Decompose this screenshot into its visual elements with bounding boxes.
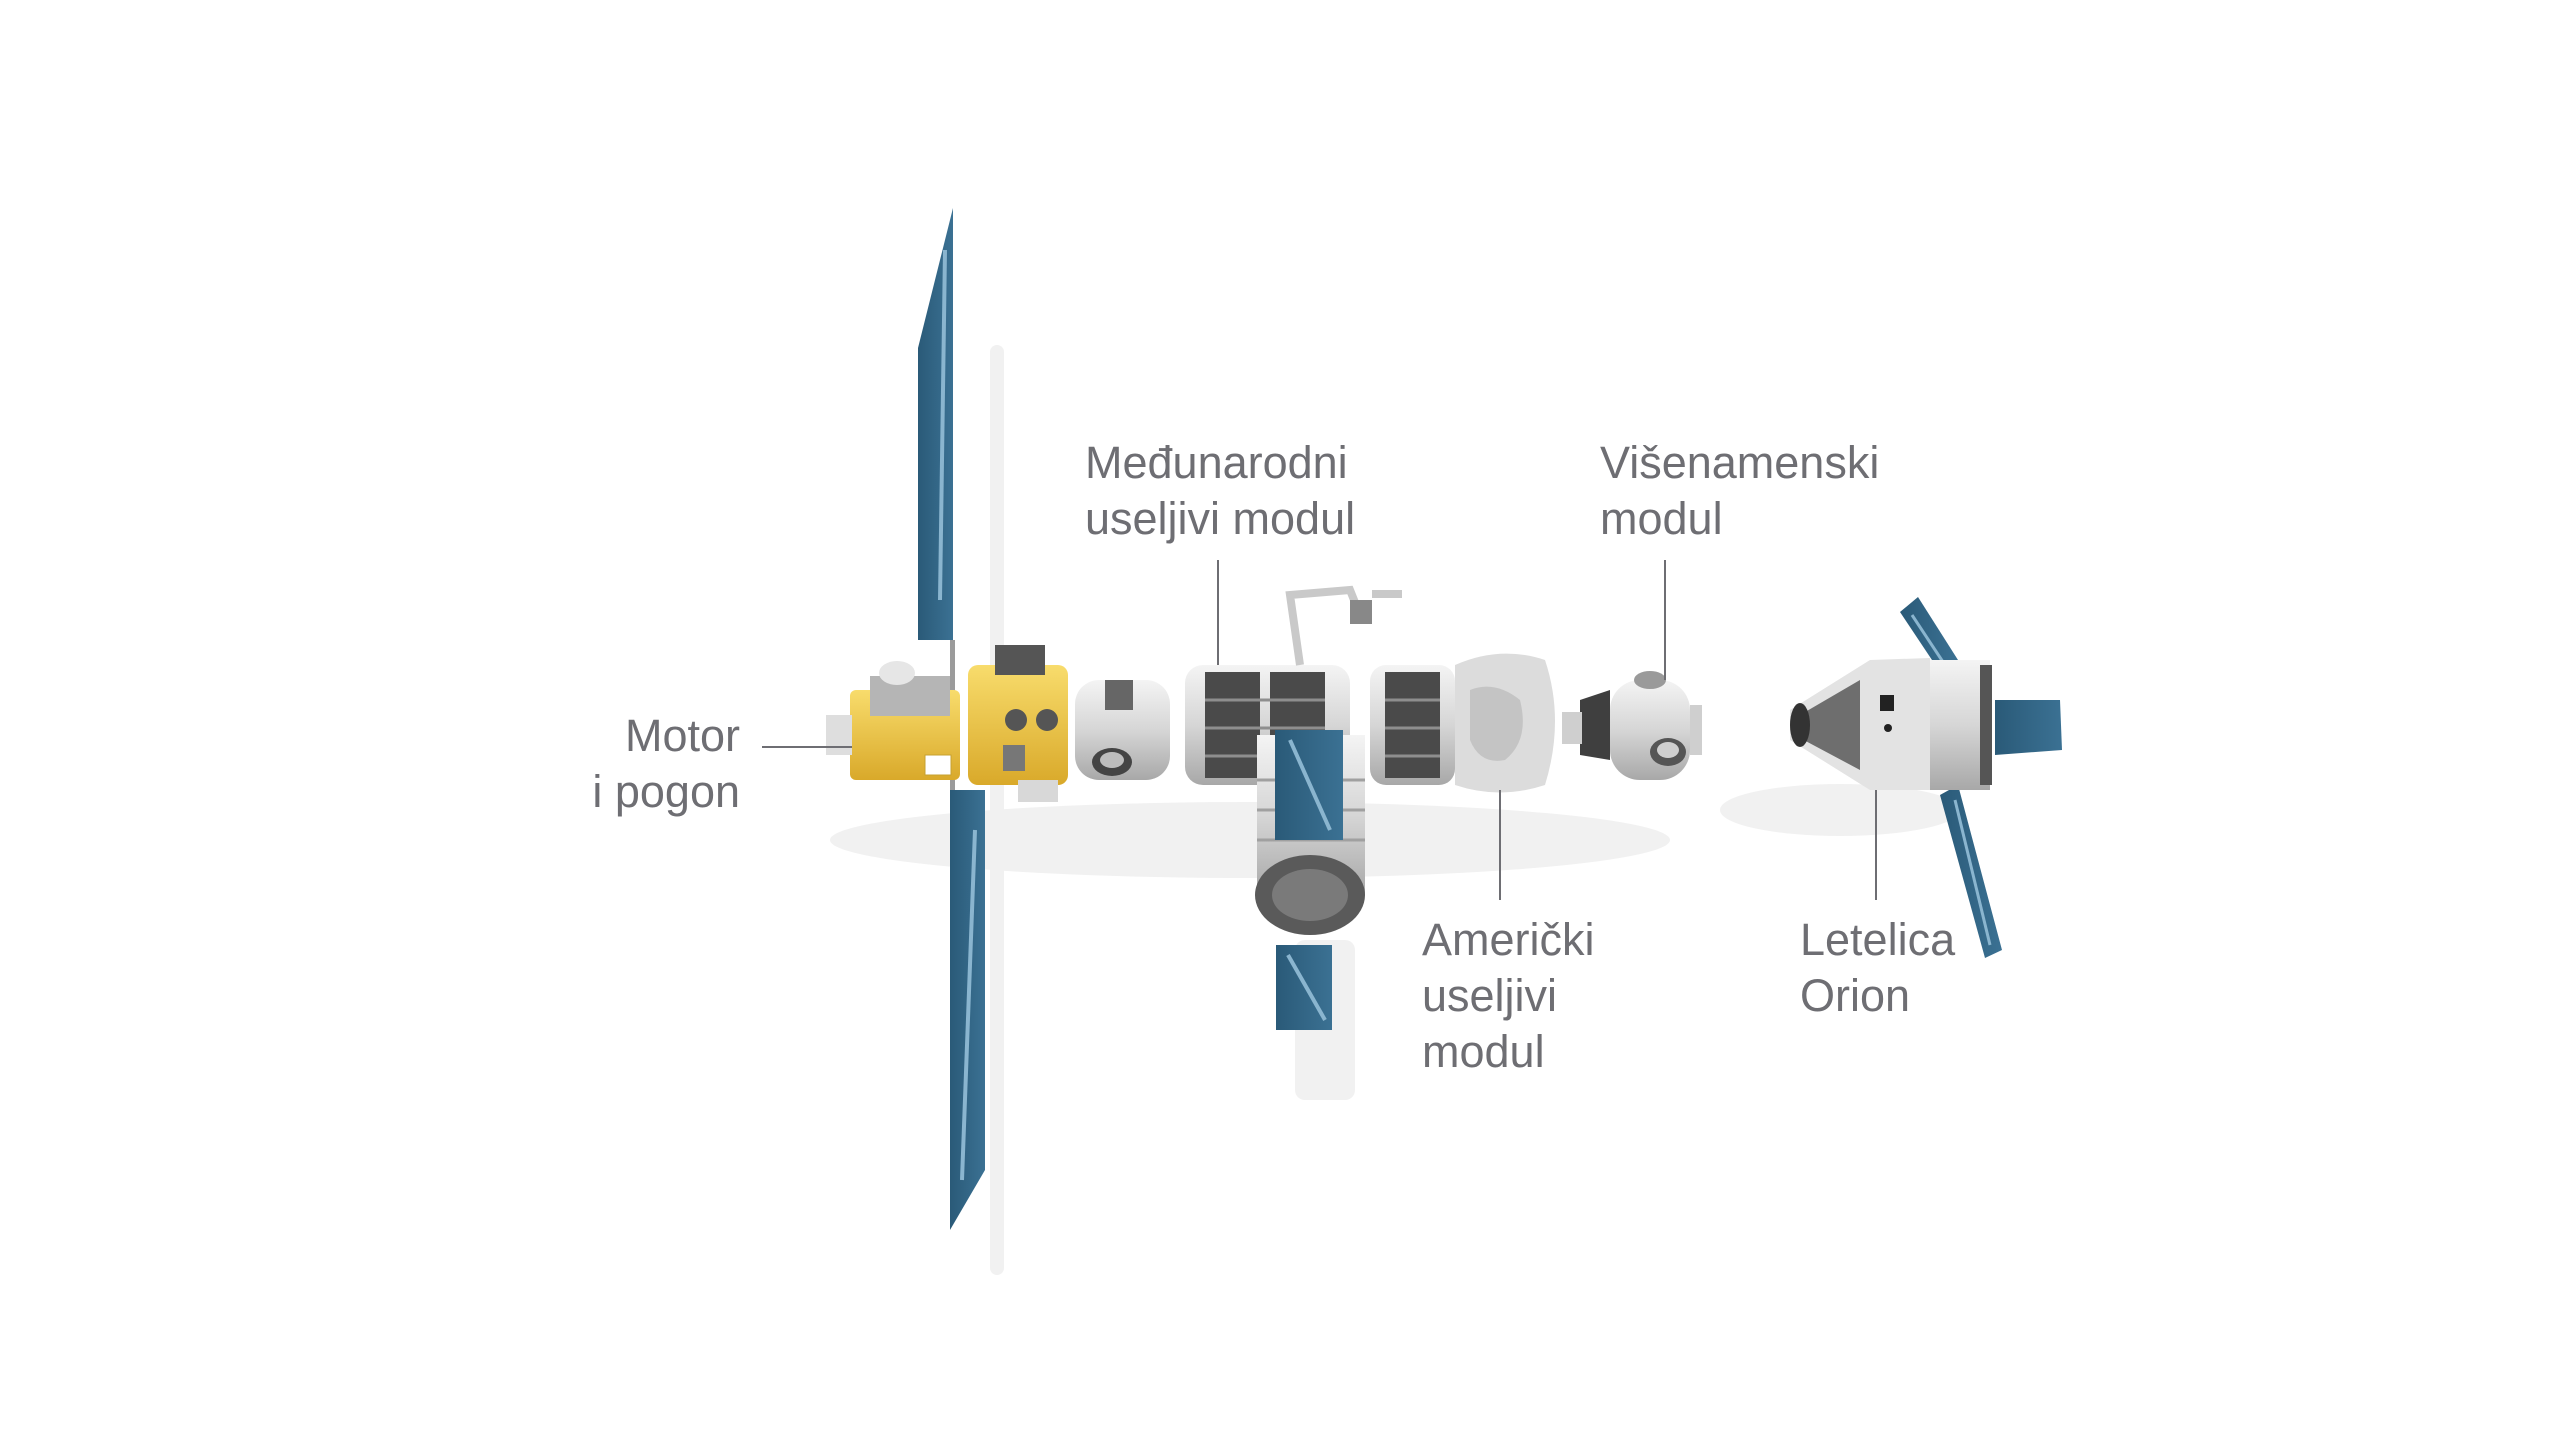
label-us-hab-line2: useljivi	[1422, 970, 1558, 1021]
label-multipurpose: Višenamenski modul	[1600, 435, 1879, 547]
node-module	[1075, 680, 1170, 780]
label-propulsion-line1: Motor	[624, 710, 740, 761]
label-orion-line2: Orion	[1800, 970, 1911, 1021]
solar-panel-upper	[918, 208, 953, 640]
label-international-hab: Međunarodni useljivi modul	[1085, 435, 1355, 547]
label-us-hab-line1: Američki	[1422, 914, 1595, 965]
label-propulsion-line2: i pogon	[592, 766, 740, 817]
logistics-module	[1255, 730, 1365, 1030]
label-us-hab-line3: modul	[1422, 1026, 1545, 1077]
orion-spacecraft	[1790, 597, 2062, 958]
multipurpose-module	[1562, 671, 1702, 780]
label-orion-line1: Letelica	[1800, 914, 1956, 965]
label-propulsion: Motor i pogon	[560, 708, 740, 820]
label-us-hab: Američki useljivi modul	[1422, 912, 1595, 1080]
label-multipurpose-line1: Višenamenski	[1600, 437, 1880, 488]
solar-panel-lower	[950, 790, 985, 1230]
label-international-hab-line1: Međunarodni	[1085, 437, 1348, 488]
label-international-hab-line2: useljivi modul	[1085, 493, 1356, 544]
leader-lines	[762, 560, 1877, 900]
propulsion-element	[826, 645, 1068, 802]
us-habitation-module	[1370, 653, 1555, 793]
label-orion: Letelica Orion	[1800, 912, 1955, 1024]
label-multipurpose-line2: modul	[1600, 493, 1723, 544]
